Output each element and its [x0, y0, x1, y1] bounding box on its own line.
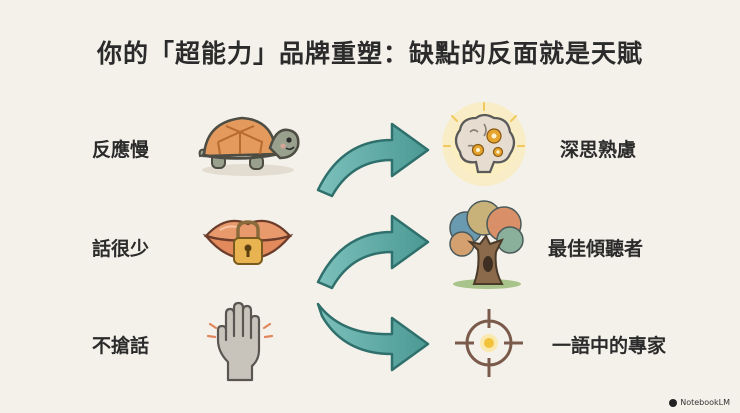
weakness-label-quiet: 話很少: [92, 238, 150, 260]
strength-label-thoughtful: 深思熟慮: [560, 139, 637, 161]
tree-icon: [444, 198, 530, 294]
strength-label-to-the-point: 一語中的專家: [552, 335, 667, 357]
raised-hand-icon: [204, 300, 276, 388]
arrow-row-3: [316, 302, 430, 372]
target-icon: [452, 306, 526, 384]
turtle-icon: [190, 108, 302, 184]
page-title: 你的「超能力」品牌重塑：缺點的反面就是天賦: [96, 39, 643, 68]
notebooklm-logo-icon: [669, 398, 678, 407]
arrow-row-2: [316, 214, 430, 290]
weakness-label-slow: 反應慢: [92, 139, 150, 161]
brand-label: NotebookLM: [680, 398, 730, 407]
notebooklm-brand: NotebookLM: [669, 398, 730, 407]
locked-lips-icon: [200, 208, 296, 284]
arrow-row-1: [316, 122, 430, 198]
strength-label-listener: 最佳傾聽者: [548, 238, 644, 260]
brain-gears-icon: [440, 100, 528, 192]
weakness-label-no-interrupt: 不搶話: [92, 335, 150, 357]
